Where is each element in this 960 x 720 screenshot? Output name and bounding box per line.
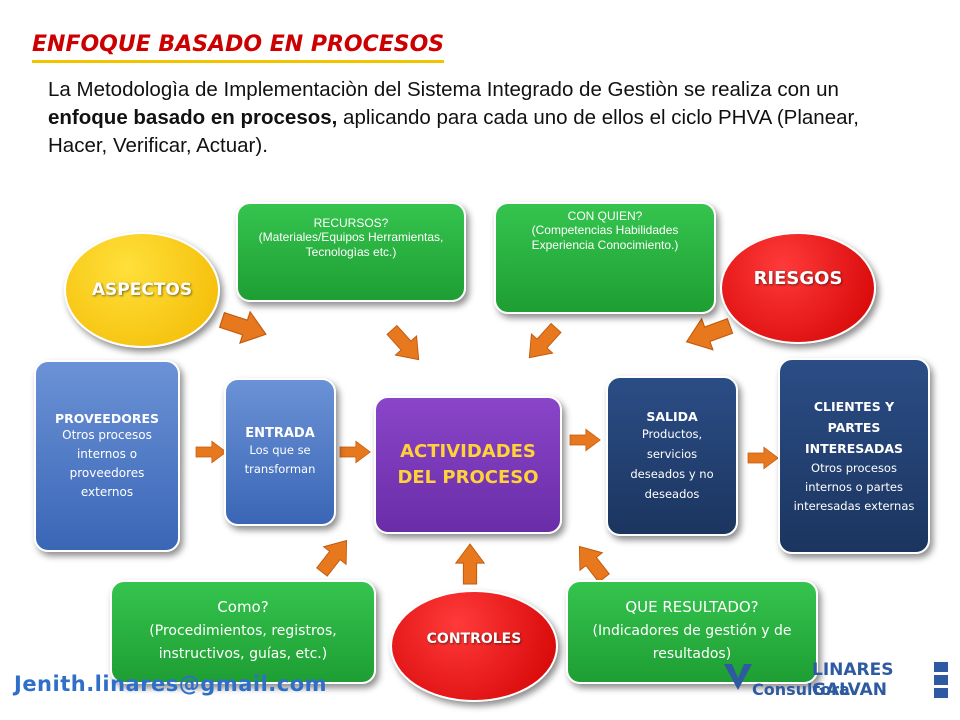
clientes-title: CLIENTES Y PARTES INTERESADAS bbox=[804, 399, 904, 456]
como-title: Como? bbox=[217, 598, 269, 616]
aspectos-oval: ASPECTOS bbox=[64, 232, 220, 348]
intro-text-1: La Metodologìa de Implementaciòn del Sis… bbox=[48, 78, 839, 101]
arrow-con-quien bbox=[518, 317, 568, 368]
salida-title: SALIDA bbox=[646, 408, 698, 424]
que-resultado-box: QUE RESULTADO? (Indicadores de gestión y… bbox=[566, 580, 818, 684]
arrow-como bbox=[310, 531, 359, 582]
proveedores-title: PROVEEDORES bbox=[55, 410, 159, 426]
clientes-body: Otros procesos internos o partes interes… bbox=[793, 461, 915, 513]
intro-paragraph: La Metodologìa de Implementaciòn del Sis… bbox=[48, 76, 918, 160]
arrow-aspectos bbox=[216, 303, 272, 351]
salida-body: Productos, servicios deseados y no desea… bbox=[630, 426, 714, 501]
arrow-actividades-salida bbox=[569, 428, 601, 452]
entrada-title: ENTRADA bbox=[245, 425, 315, 441]
page-title: ENFOQUE BASADO EN PROCESOS bbox=[32, 30, 445, 63]
footer-brand-name: LINARES GALVAN bbox=[812, 660, 894, 700]
actividades-label: ACTIVIDADES DEL PROCESO bbox=[397, 441, 539, 488]
controles-label: CONTROLES bbox=[426, 631, 522, 647]
que-resultado-title: QUE RESULTADO? bbox=[625, 598, 759, 616]
arrow-entrada-actividades bbox=[339, 440, 371, 464]
actividades-box: ACTIVIDADES DEL PROCESO bbox=[374, 396, 562, 534]
con-quien-box: CON QUIEN? (Competencias Habilidades Exp… bbox=[494, 202, 716, 314]
intro-text-2: aplicando para cada uno de ellos el cicl… bbox=[48, 106, 859, 157]
aspectos-label: ASPECTOS bbox=[91, 280, 193, 300]
entrada-body: Los que se transforman bbox=[244, 442, 316, 476]
que-resultado-body: (Indicadores de gestión y de resultados) bbox=[592, 623, 792, 662]
recursos-title: RECURSOS? bbox=[313, 216, 389, 230]
riesgos-oval: RIESGOS bbox=[720, 232, 876, 344]
arrow-proveedores-entrada bbox=[195, 440, 227, 464]
arrow-riesgos bbox=[680, 309, 737, 358]
controles-oval: CONTROLES bbox=[390, 590, 558, 702]
proveedores-body: Otros procesos internos o proveedores ex… bbox=[62, 427, 152, 499]
salida-box: SALIDA Productos, servicios deseados y n… bbox=[606, 376, 738, 536]
clientes-box: CLIENTES Y PARTES INTERESADAS Otros proc… bbox=[778, 358, 930, 554]
proveedores-box: PROVEEDORES Otros procesos internos o pr… bbox=[34, 360, 180, 552]
recursos-box: RECURSOS? (Materiales/Equipos Herramient… bbox=[236, 202, 466, 302]
consultora-logo-icon bbox=[724, 664, 752, 690]
riesgos-label: RIESGOS bbox=[753, 267, 843, 289]
decorative-bars-icon bbox=[934, 662, 948, 698]
como-box: Como? (Procedimientos, registros, instru… bbox=[110, 580, 376, 684]
footer-email: Jenith.linares@gmail.com bbox=[14, 672, 328, 696]
intro-bold-text: enfoque basado en procesos, bbox=[48, 106, 338, 129]
con-quien-title: CON QUIEN? bbox=[567, 209, 643, 223]
arrow-recursos bbox=[380, 319, 430, 370]
con-quien-body: (Competencias Habilidades Experiencia Co… bbox=[531, 223, 679, 252]
como-body: (Procedimientos, registros, instructivos… bbox=[149, 623, 337, 662]
arrow-controles bbox=[455, 543, 485, 585]
arrow-salida-clientes bbox=[747, 446, 779, 470]
footer-brand-sub: Consultora bbox=[752, 680, 850, 699]
entrada-box: ENTRADA Los que se transforman bbox=[224, 378, 336, 526]
recursos-body: (Materiales/Equipos Herramientas, Tecnol… bbox=[258, 230, 444, 259]
